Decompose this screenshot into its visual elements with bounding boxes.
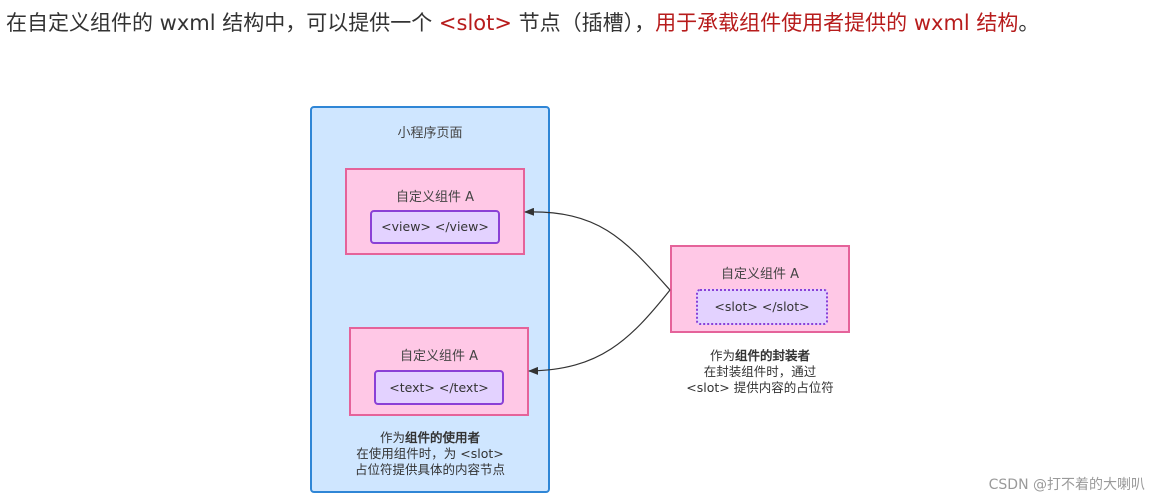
page-caption-line3: 占位符提供具体的内容节点 bbox=[354, 462, 505, 477]
component-box-top: 自定义组件 A <view> </view> bbox=[345, 168, 525, 255]
headline-part2: 节点（插槽）， bbox=[511, 11, 656, 35]
arrow-to-top-component bbox=[524, 207, 671, 291]
wrapper-component-title: 自定义组件 A bbox=[720, 267, 800, 282]
headline-slot-tag: <slot> bbox=[438, 11, 512, 35]
headline-part1: 在自定义组件的 wxml 结构中，可以提供一个 bbox=[6, 11, 439, 35]
headline-end: 。 bbox=[1018, 11, 1040, 35]
wrapper-component-inner-slot: <slot> </slot> bbox=[696, 289, 828, 325]
page-caption-line1: 作为组件的使用者 bbox=[379, 430, 481, 445]
component-bottom-inner-text: <text> </text> bbox=[374, 370, 504, 405]
wrapper-caption-line1: 作为组件的封装者 bbox=[709, 348, 811, 363]
headline-emphasis: 用于承载组件使用者提供的 wxml 结构 bbox=[655, 11, 1019, 35]
component-top-title: 自定义组件 A bbox=[395, 190, 475, 205]
component-bottom-title: 自定义组件 A bbox=[399, 349, 479, 364]
wrapper-component-box: 自定义组件 A <slot> </slot> bbox=[670, 245, 850, 333]
wrapper-caption-line2: 在封装组件时，通过 bbox=[703, 364, 817, 379]
component-top-inner-view: <view> </view> bbox=[370, 210, 500, 244]
component-box-bottom: 自定义组件 A <text> </text> bbox=[349, 327, 529, 416]
mini-program-page-box: 小程序页面 自定义组件 A <view> </view> 自定义组件 A <te… bbox=[310, 106, 550, 493]
arrow-to-bottom-component bbox=[528, 289, 671, 375]
headline: 在自定义组件的 wxml 结构中，可以提供一个 <slot> 节点（插槽），用于… bbox=[6, 8, 1039, 38]
wrapper-caption: 作为组件的封装者 在封装组件时，通过 <slot> 提供内容的占位符 bbox=[660, 348, 860, 396]
wrapper-caption-line3: <slot> 提供内容的占位符 bbox=[686, 380, 834, 395]
page-box-caption: 作为组件的使用者 在使用组件时，为 <slot> 占位符提供具体的内容节点 bbox=[312, 430, 548, 478]
page-box-title: 小程序页面 bbox=[397, 126, 463, 141]
watermark: CSDN @打不着的大喇叭 bbox=[988, 477, 1145, 493]
page-caption-line2: 在使用组件时，为 <slot> bbox=[356, 446, 504, 461]
